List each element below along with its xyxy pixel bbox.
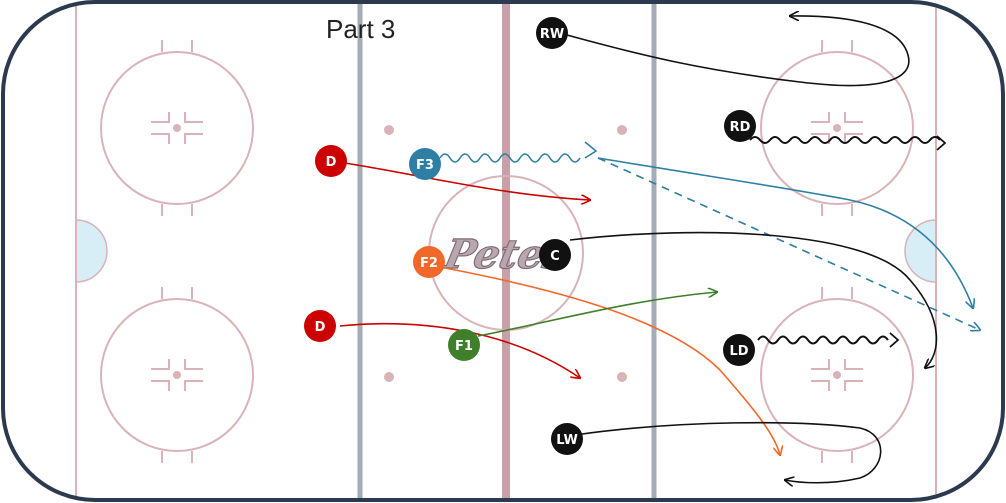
diagram-title: Part 3 [326,14,395,44]
player-f2-label: F2 [420,256,438,271]
player-ld[interactable]: LD [723,334,755,366]
neutral-dot-top-left [384,125,394,135]
f2-skate-path [444,267,780,455]
player-f1[interactable]: F1 [448,329,480,361]
neutral-dot-bottom-left [384,372,394,382]
movement-paths [339,16,980,483]
player-rw-label: RW [540,27,564,42]
neutral-dot-top-right [617,125,627,135]
player-d-top-label: D [326,155,337,170]
c-skate-path [569,231,938,368]
f3-carry-arrow [584,141,598,159]
rd-carry-arrow [936,135,947,151]
faceoff-circle-top-right [760,40,914,216]
player-rw[interactable]: RW [536,17,568,49]
player-lw[interactable]: LW [551,423,583,455]
f3-skate-path [597,157,973,308]
left-goal-crease [75,219,108,283]
ld-carry-path [757,335,889,345]
player-rd[interactable]: RD [724,110,756,142]
player-c[interactable]: C [539,239,571,271]
player-ld-label: LD [729,344,748,359]
lw-skate-path [574,421,882,483]
players: RW RD D F3 C F2 D F1 [304,17,756,455]
player-f3[interactable]: F3 [409,148,441,180]
player-f3-label: F3 [416,158,434,173]
player-lw-label: LW [556,433,578,448]
d-top-skate-path [344,162,590,200]
faceoff-circle-bottom-left [100,287,254,463]
player-c-label: C [550,249,560,264]
player-f2[interactable]: F2 [413,246,445,278]
rd-carry-path [749,136,941,144]
faceoff-circle-bottom-right [760,287,914,463]
right-goal-crease [904,219,937,283]
player-d-top[interactable]: D [315,145,347,177]
player-d-bottom[interactable]: D [304,310,336,342]
ld-carry-arrow [889,332,900,348]
player-f1-label: F1 [455,339,473,354]
player-d-bottom-label: D [315,320,326,335]
neutral-dot-bottom-right [617,372,627,382]
f1-skate-path [477,292,717,337]
rw-skate-path [566,16,910,87]
faceoff-circle-top-left [100,40,254,216]
f3-carry-path [439,153,581,163]
player-rd-label: RD [730,120,751,135]
